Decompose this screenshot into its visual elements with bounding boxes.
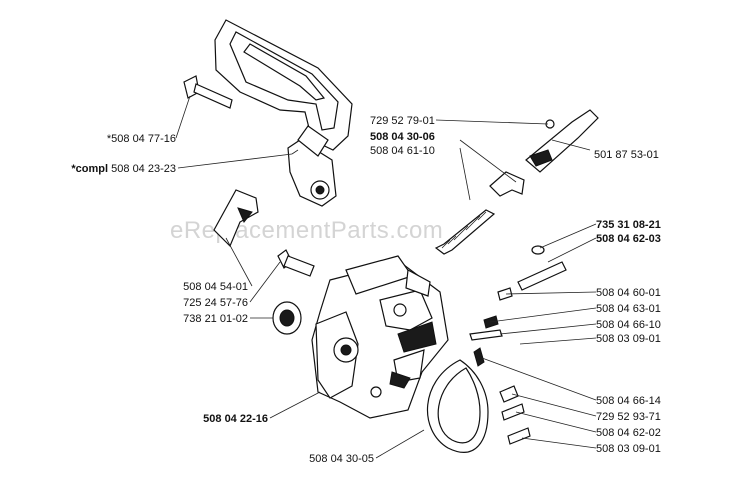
band-part bbox=[427, 347, 489, 453]
bushing-part bbox=[272, 301, 302, 335]
leader-lines bbox=[175, 95, 597, 459]
screws-group bbox=[499, 385, 531, 445]
spring-part bbox=[434, 209, 496, 255]
bolt-part bbox=[277, 249, 315, 277]
callout-735-31-08-21: 735 31 08-21 bbox=[596, 219, 661, 231]
callout-508-04-66-10: 508 04 66-10 bbox=[596, 319, 661, 331]
callout-508-04-60-01: 508 04 60-01 bbox=[596, 287, 661, 299]
callout-508-04-61-10: 508 04 61-10 bbox=[370, 145, 435, 157]
callout-501-87-53-01: 501 87 53-01 bbox=[594, 149, 659, 161]
bracket-part bbox=[489, 171, 525, 197]
callout-labels: *508 04 77-16 *compl 508 04 23-23 729 52… bbox=[71, 115, 660, 465]
callout-508-03-09-01-lower: 508 03 09-01 bbox=[596, 443, 661, 455]
callout-508-04-22-16: 508 04 22-16 bbox=[203, 413, 268, 425]
clutch-cover-part bbox=[311, 255, 449, 419]
callout-508-04-30-05: 508 04 30-05 bbox=[309, 453, 374, 465]
callout-508-04-62-02: 508 04 62-02 bbox=[596, 427, 661, 439]
callout-729-52-93-71: 729 52 93-71 bbox=[596, 411, 661, 423]
callout-508-04-62-03: 508 04 62-03 bbox=[596, 233, 661, 245]
small-parts-group bbox=[469, 287, 513, 341]
screw-part bbox=[183, 75, 233, 109]
callout-508-04-23-23: *compl 508 04 23-23 bbox=[71, 163, 176, 175]
callout-738-21-01-02: 738 21 01-02 bbox=[183, 313, 248, 325]
callout-725-24-57-76: 725 24 57-76 bbox=[183, 297, 248, 309]
callout-508-04-54-01: 508 04 54-01 bbox=[183, 281, 248, 293]
callout-729-52-79-01: 729 52 79-01 bbox=[370, 115, 435, 127]
callout-508-03-09-01: 508 03 09-01 bbox=[596, 333, 661, 345]
pin-part bbox=[517, 245, 567, 291]
lever-assembly-part bbox=[525, 109, 599, 173]
callout-508-04-66-14: 508 04 66-14 bbox=[596, 395, 661, 407]
watermark: eReplacementParts.com bbox=[170, 217, 443, 244]
callout-508-04-63-01: 508 04 63-01 bbox=[596, 303, 661, 315]
hand-guard-part bbox=[214, 19, 353, 207]
callout-508-04-77-16: *508 04 77-16 bbox=[107, 133, 176, 145]
callout-508-04-30-06: 508 04 30-06 bbox=[370, 131, 435, 143]
